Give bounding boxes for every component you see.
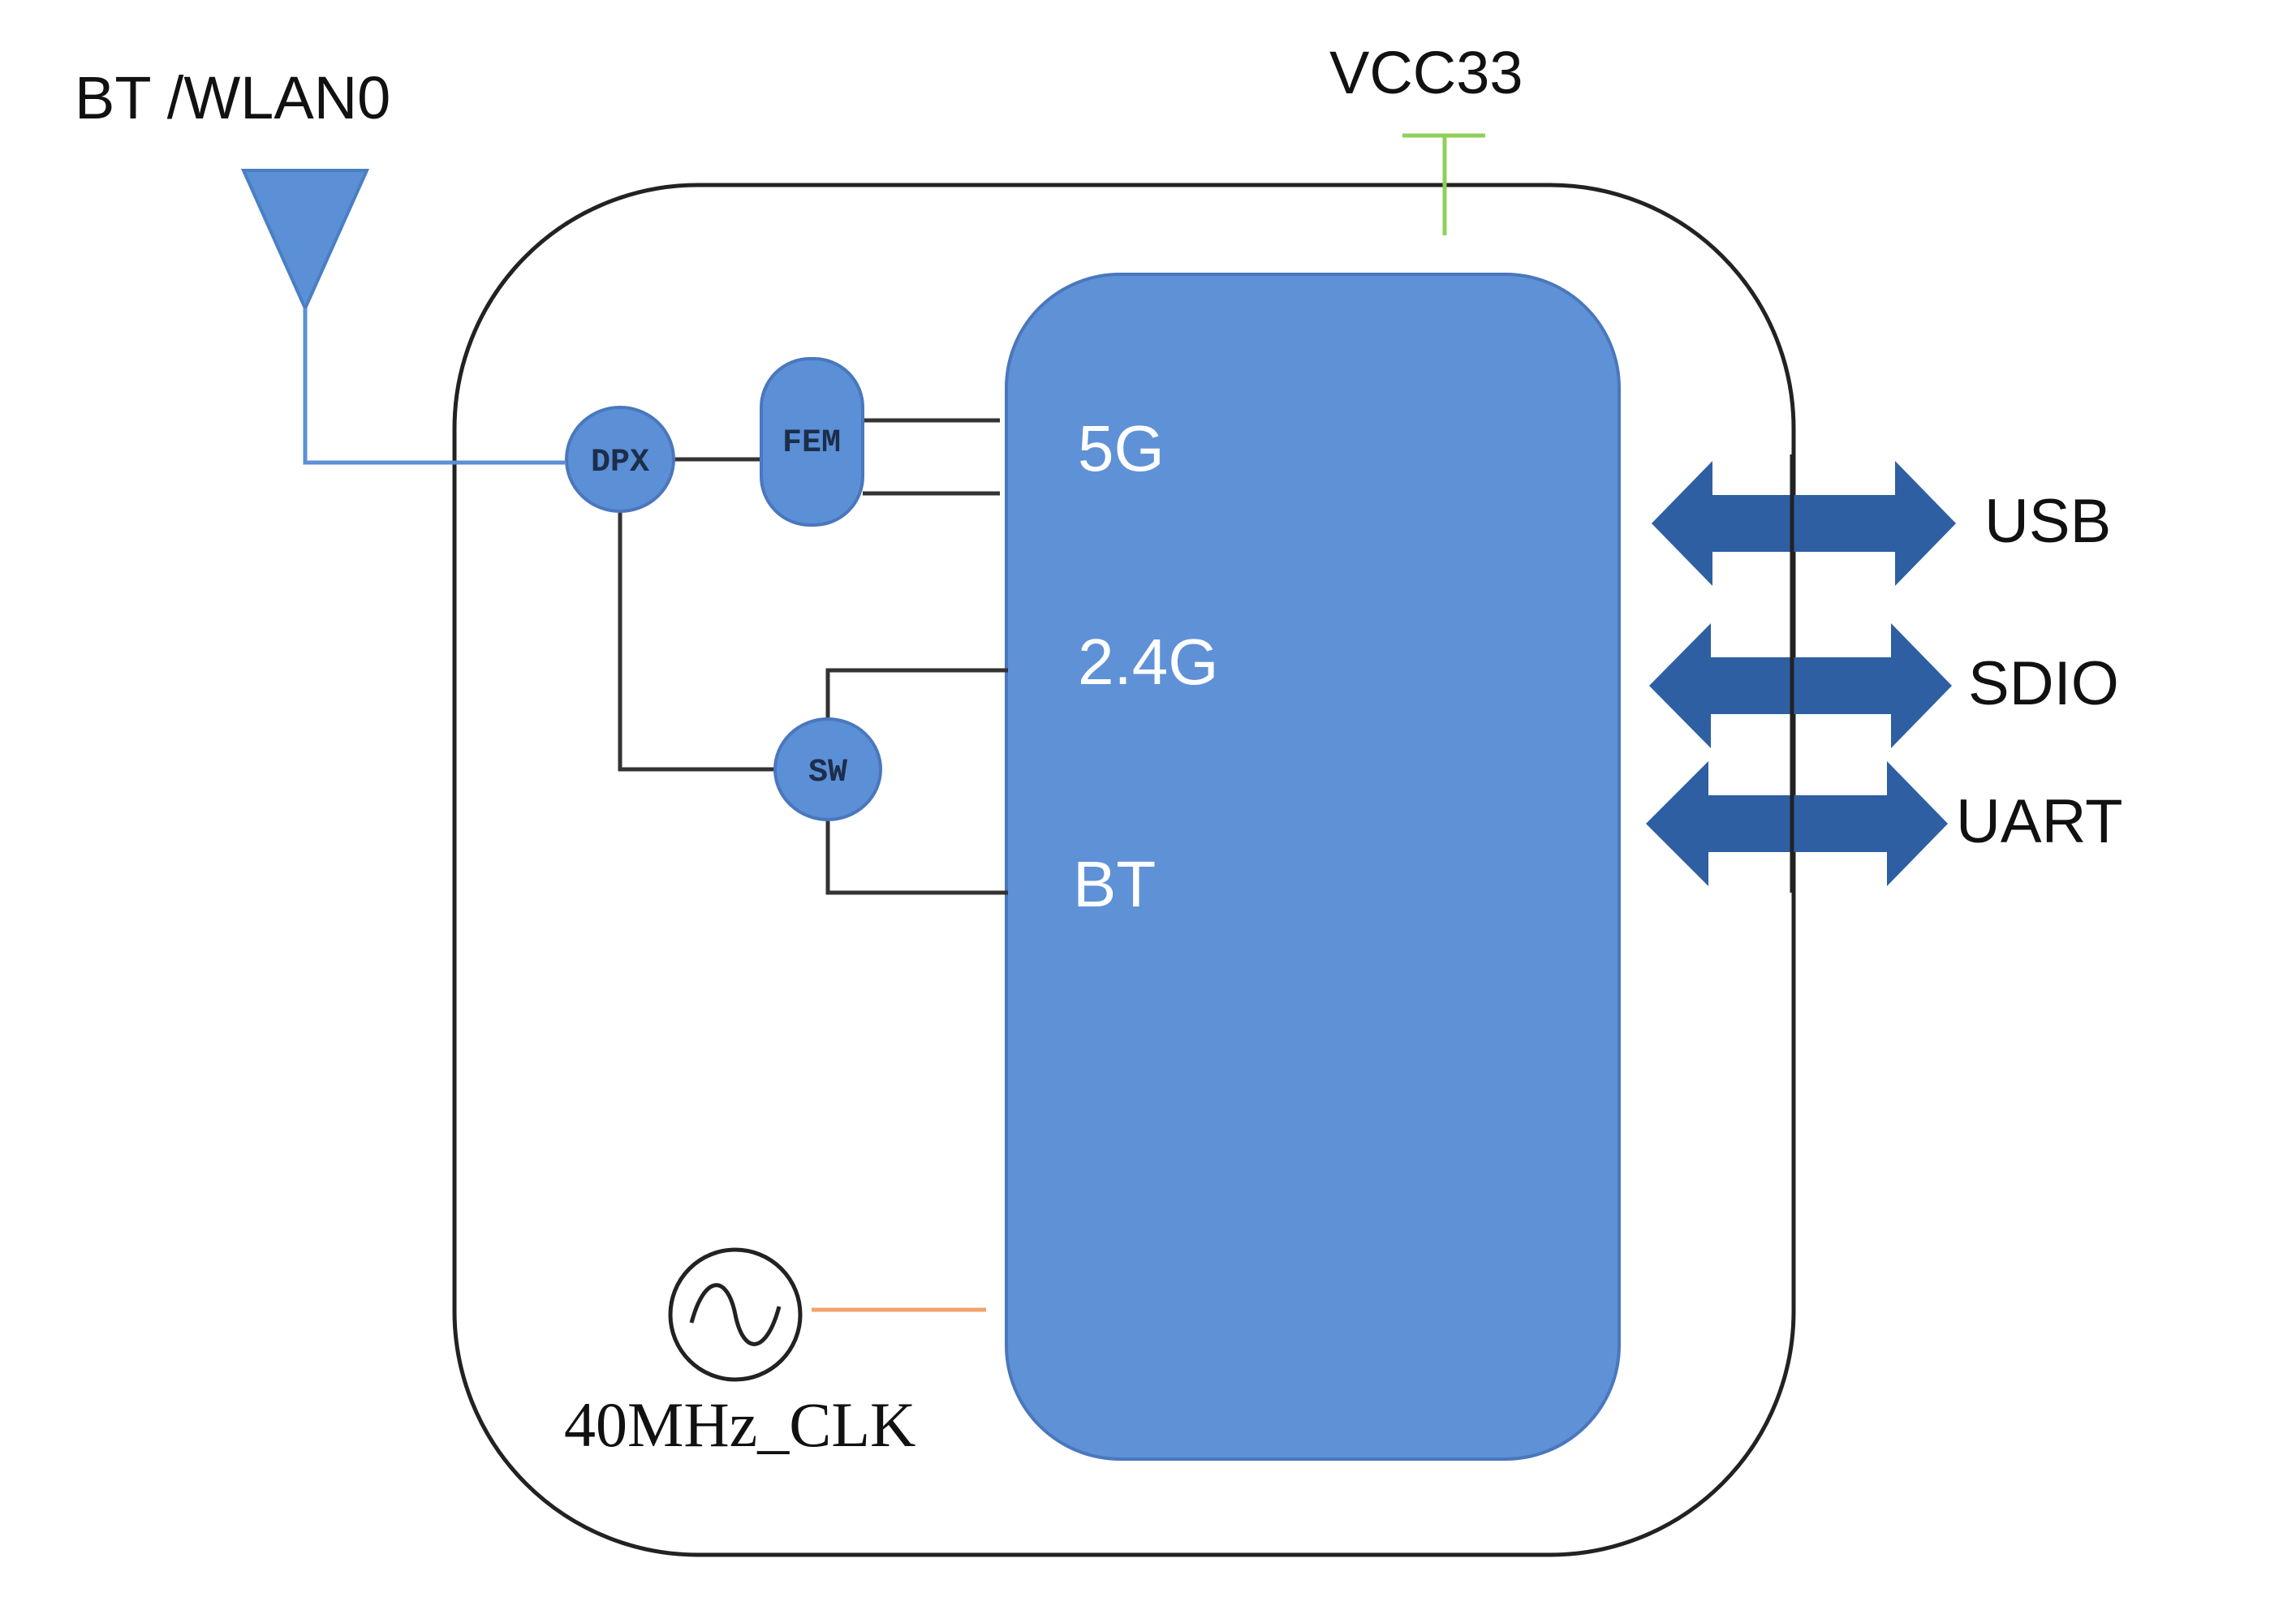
sw-block: SW <box>773 717 882 821</box>
double-arrow-icon <box>1646 761 1948 886</box>
sw-label: SW <box>808 755 847 791</box>
antenna <box>240 169 565 465</box>
vcc-connector <box>1402 133 1485 235</box>
double-arrow-icon <box>1649 623 1952 748</box>
clock-oscillator <box>668 1247 986 1382</box>
interface-usb: USB <box>1652 461 2111 586</box>
rf-wires <box>618 418 1008 895</box>
port-24g-label: 2.4G <box>1078 626 1218 698</box>
soc-chip <box>1005 273 1621 1461</box>
dpx-label: DPX <box>591 445 649 481</box>
interface-uart-label: UART <box>1956 787 2123 856</box>
dpx-block: DPX <box>565 406 675 513</box>
antenna-feed-line <box>303 308 565 465</box>
vcc-label: VCC33 <box>1329 39 1523 106</box>
fem-block: FEM <box>760 357 864 527</box>
port-5g-label: 5G <box>1078 412 1165 484</box>
antenna-label: BT /WLAN0 <box>75 64 390 131</box>
interface-usb-label: USB <box>1984 487 2111 556</box>
port-bt-label: BT <box>1073 848 1156 920</box>
interface-uart: UART <box>1646 761 2123 886</box>
double-arrow-icon <box>1652 461 1956 586</box>
clock-label: 40MHz_CLK <box>564 1389 915 1460</box>
antenna-icon <box>240 169 370 312</box>
interface-sdio: SDIO <box>1649 623 2119 748</box>
fem-label: FEM <box>782 425 841 462</box>
interface-sdio-label: SDIO <box>1968 649 2119 718</box>
